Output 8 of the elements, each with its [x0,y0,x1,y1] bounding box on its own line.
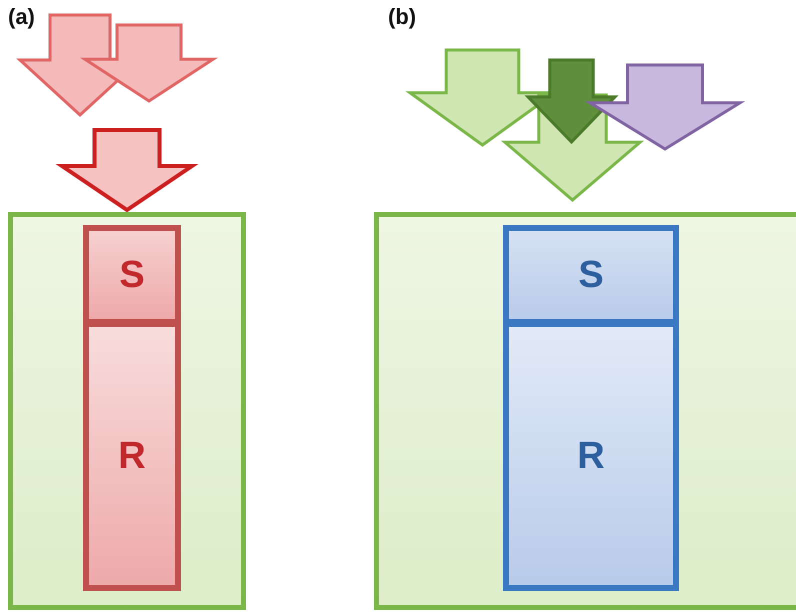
node-label: S [119,254,145,296]
node-label: S [578,254,604,296]
panel-box [374,212,796,610]
panel-box [8,212,246,610]
panel-label: (b) [388,4,416,30]
node-label: R [577,434,605,478]
node-label: R [118,434,146,478]
panel-label: (a) [8,4,35,30]
